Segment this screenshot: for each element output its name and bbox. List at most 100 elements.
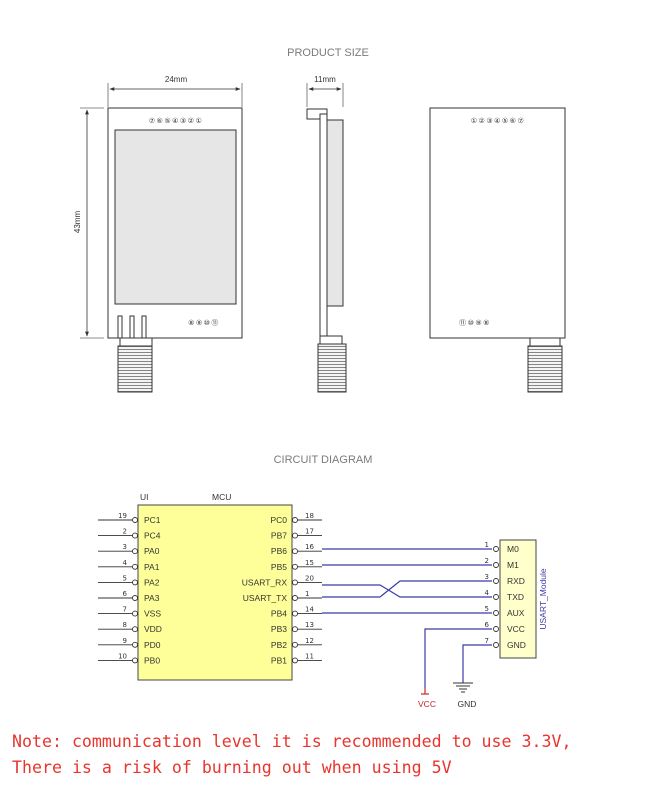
mcu-right-pin-number: 1 (305, 590, 309, 598)
thickness-dimension-label: 11mm (314, 75, 336, 84)
mcu-right-pin-name: PB7 (271, 531, 287, 541)
mcu-right-pin-terminal (292, 626, 298, 633)
mcu-right-pin-name: PB2 (271, 640, 287, 650)
mcu-left-pin-name: PC4 (144, 531, 161, 541)
front-view: 24mm 43mm ⑦⑥⑤④③②① ⑧⑨⑩⑪ (73, 75, 243, 393)
mcu-left-pin-terminal (132, 517, 138, 523)
mcu-right-pin-number: 17 (305, 528, 314, 536)
mcu-chip (137, 504, 293, 681)
module-pin-terminal (493, 626, 499, 632)
mcu-left-pin-name: PB0 (144, 655, 160, 665)
mcu-left-pin-name: PA1 (144, 562, 160, 572)
mcu-left-pin-number: 4 (123, 559, 128, 567)
side-shield (326, 119, 344, 307)
back-antenna-connector (527, 345, 563, 393)
mcu-right-pin-name: PB6 (271, 546, 287, 556)
wire-vcc (424, 628, 492, 688)
height-dimension-label: 43mm (73, 211, 82, 234)
connection-wires (322, 548, 492, 688)
module-pin-number: 6 (485, 621, 490, 629)
mcu-left-pin-number: 6 (123, 590, 128, 598)
mcu-right-pin-terminal (292, 517, 298, 523)
module-pin-number: 1 (485, 541, 489, 549)
front-shield (114, 129, 237, 305)
module-pin-number: 7 (485, 637, 489, 645)
mcu-label: MCU (212, 492, 231, 502)
side-view: 11mm (306, 75, 347, 393)
back-view: ①②③④⑤⑥⑦ ⑪⑩⑨⑧ (429, 107, 566, 393)
mcu-right-pin-number: 18 (305, 512, 314, 520)
mcu-left-pin-terminal (132, 532, 138, 539)
module-pin-name: GND (507, 640, 526, 650)
module-pin-name: M1 (507, 560, 519, 570)
mcu-left-pin-terminal (132, 548, 138, 555)
mcu-left-pin-number: 7 (123, 606, 127, 614)
mcu-right-pin-number: 13 (305, 621, 314, 629)
mcu-right-pin-number: 20 (305, 574, 314, 582)
mcu-right-pin-number: 16 (305, 543, 314, 551)
mcu-left-pin-number: 8 (123, 621, 127, 629)
module-pin-terminal (493, 578, 499, 584)
mcu-right-pin-terminal (292, 657, 298, 664)
mcu-left-pin-number: 3 (123, 543, 127, 551)
mcu-left-pin-terminal (132, 626, 138, 633)
module-pin-number: 2 (485, 557, 489, 565)
note-line-1: Note: communication level it is recommen… (12, 732, 572, 751)
gnd-label: GND (458, 699, 477, 709)
back-bottom-pins: ⑪⑩⑨⑧ (459, 319, 491, 327)
mcu-left-pin-number: 2 (123, 528, 127, 536)
wire-tx-rxd (322, 580, 492, 598)
module-pin-number: 3 (485, 573, 489, 581)
mcu-left-pin-terminal (132, 579, 138, 586)
mcu-left-pin-terminal (132, 595, 138, 601)
mcu-right-pin-name: USART_RX (242, 577, 288, 587)
mcu-left-pin-name: PA2 (144, 577, 160, 587)
module-pin-name: TXD (507, 592, 524, 602)
mcu-right-pin-terminal (292, 532, 298, 539)
mcu-right-pin-name: PB5 (271, 562, 287, 572)
back-board (429, 107, 566, 339)
module-pin-name: RXD (507, 576, 525, 586)
mcu-left-pin-number: 19 (118, 512, 127, 520)
side-antenna-connector (317, 343, 347, 393)
module-pin-name: VCC (507, 624, 525, 634)
mcu-left-pin-name: PA0 (144, 546, 160, 556)
mcu-left-pin-terminal (132, 641, 138, 648)
front-top-pins: ⑦⑥⑤④③②① (149, 117, 203, 125)
mcu-left-pin-number: 10 (118, 652, 127, 660)
mcu-right-pin-number: 11 (305, 652, 314, 660)
module-pin-terminal (493, 594, 499, 600)
vcc-label: VCC (418, 699, 436, 709)
mcu-right-pin-name: PC0 (270, 515, 287, 525)
mcu-left-pin-terminal (132, 657, 138, 664)
mcu-right-pins: 18 PC0 17 PB7 16 PB6 15 PB5 20 USART_RX 1 USART_TX 1… (242, 512, 322, 665)
mcu-right-pin-terminal (292, 610, 298, 617)
mcu-right-pin-name: PB1 (271, 655, 287, 665)
side-pcb (319, 113, 328, 339)
width-dimension-label: 24mm (165, 75, 188, 84)
circuit-diagram-title: CIRCUIT DIAGRAM (274, 454, 373, 466)
mcu-right-pin-name: USART_TX (243, 593, 288, 603)
mcu-right-pin-number: 15 (305, 559, 314, 567)
module-pin-terminal (493, 562, 499, 568)
back-top-pins: ①②③④⑤⑥⑦ (471, 117, 525, 125)
mcu-right-pin-terminal (292, 595, 298, 601)
mcu-left-pin-name: VSS (144, 609, 161, 619)
ground-symbol (453, 682, 473, 693)
module-pin-name: M0 (507, 544, 519, 554)
mcu-right-pin-terminal (292, 548, 298, 555)
wire-rx-txd (322, 584, 492, 598)
mcu-right-pin-number: 12 (305, 637, 314, 645)
module-pin-terminal (493, 642, 499, 648)
wire-gnd (462, 644, 492, 683)
vcc-symbol (421, 688, 429, 695)
mcu-left-pin-terminal (132, 563, 138, 570)
mcu-left-pin-number: 9 (123, 637, 127, 645)
mcu-left-pin-name: VDD (144, 624, 162, 634)
module-pin-name: AUX (507, 608, 525, 618)
module-pin-number: 5 (485, 605, 489, 613)
mcu-left-pin-number: 5 (123, 574, 127, 582)
